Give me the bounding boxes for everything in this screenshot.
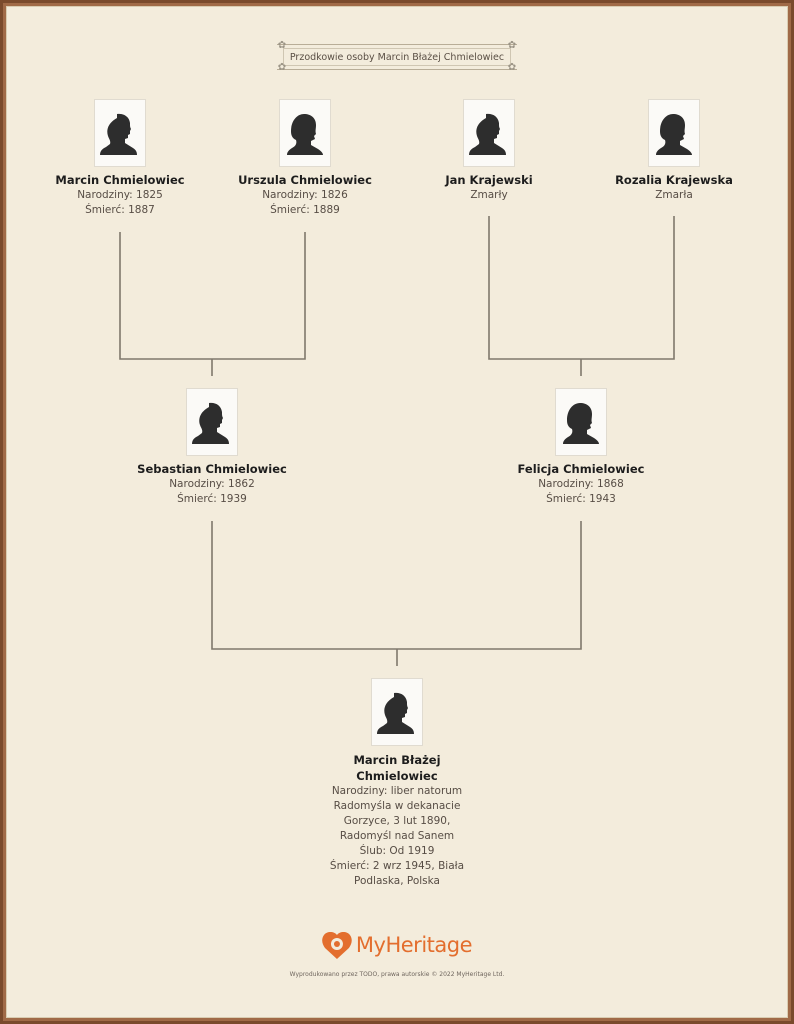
female-silhouette-icon[interactable] <box>649 100 699 166</box>
leaf-ornament-icon: ✿ <box>507 40 517 51</box>
person-birth-line: Gorzyce, 3 lut 1890, <box>343 815 451 827</box>
leaf-ornament-icon: ✿ <box>277 62 287 73</box>
person-name[interactable]: Rozalia Krajewska <box>615 173 733 187</box>
leaf-ornament-icon: ✿ <box>277 40 287 51</box>
person-card[interactable]: Urszula Chmielowiec Narodziny: 1826 Śmie… <box>215 172 395 218</box>
male-silhouette-icon[interactable] <box>464 100 514 166</box>
male-silhouette-icon[interactable] <box>372 679 422 745</box>
person-card[interactable]: Sebastian Chmielowiec Narodziny: 1862 Śm… <box>112 461 312 507</box>
person-card[interactable]: Felicja Chmielowiec Narodziny: 1868 Śmie… <box>481 461 681 507</box>
female-silhouette-icon[interactable] <box>556 389 606 455</box>
person-card[interactable]: Rozalia Krajewska Zmarła <box>594 172 754 203</box>
person-card[interactable]: Marcin Błażej Chmielowiec Narodziny: lib… <box>307 752 487 889</box>
male-silhouette-icon[interactable] <box>187 389 237 455</box>
person-death: Śmierć: 1939 <box>177 493 247 505</box>
person-birth-line: Radomyśl nad Sanem <box>339 830 455 842</box>
person-name[interactable]: Urszula Chmielowiec <box>238 173 372 187</box>
person-status: Zmarła <box>655 189 693 201</box>
person-birth: Narodziny: 1825 <box>77 189 163 201</box>
connector-main-parents <box>211 521 582 666</box>
person-birth: Narodziny: 1826 <box>262 189 348 201</box>
person-name[interactable]: Sebastian Chmielowiec <box>137 462 287 476</box>
connector-right-parents <box>488 216 675 376</box>
person-birth: Narodziny: 1862 <box>169 478 255 490</box>
leaf-ornament-icon: ✿ <box>507 62 517 73</box>
logo-wordmark: MyHeritage <box>355 933 473 957</box>
person-death-line: Podlaska, Polska <box>354 875 440 887</box>
person-birth-line: Narodziny: liber natorum <box>331 785 463 797</box>
person-name[interactable]: Jan Krajewski <box>445 173 533 187</box>
person-death: Śmierć: 1943 <box>546 493 616 505</box>
person-status: Zmarły <box>470 189 508 201</box>
page-title: Przodkowie osoby Marcin Błażej Chmielowi… <box>289 51 505 63</box>
person-birth: Narodziny: 1868 <box>538 478 624 490</box>
title-banner: Przodkowie osoby Marcin Błażej Chmielowi… <box>277 44 517 70</box>
person-name-line[interactable]: Marcin Błażej <box>353 753 441 767</box>
title-inner-border <box>283 48 511 66</box>
person-name[interactable]: Marcin Chmielowiec <box>55 173 185 187</box>
connector-left-parents <box>119 232 306 376</box>
person-birth-line: Radomyśla w dekanacie <box>333 800 461 812</box>
myheritage-logo-icon <box>322 932 352 959</box>
person-marriage: Ślub: Od 1919 <box>359 845 435 857</box>
female-silhouette-icon[interactable] <box>280 100 330 166</box>
person-card[interactable]: Marcin Chmielowiec Narodziny: 1825 Śmier… <box>40 172 200 218</box>
person-death-line: Śmierć: 2 wrz 1945, Biała <box>329 860 465 872</box>
myheritage-logo: MyHeritage <box>322 930 473 960</box>
person-name-line[interactable]: Chmielowiec <box>356 769 438 783</box>
person-death: Śmierć: 1887 <box>85 204 155 216</box>
male-silhouette-icon[interactable] <box>95 100 145 166</box>
person-name[interactable]: Felicja Chmielowiec <box>517 462 645 476</box>
tree-paper <box>6 6 788 1018</box>
person-death: Śmierć: 1889 <box>270 204 340 216</box>
copyright-footer: Wyprodukowano przez TODO, prawa autorski… <box>289 971 505 978</box>
person-card[interactable]: Jan Krajewski Zmarły <box>409 172 569 203</box>
